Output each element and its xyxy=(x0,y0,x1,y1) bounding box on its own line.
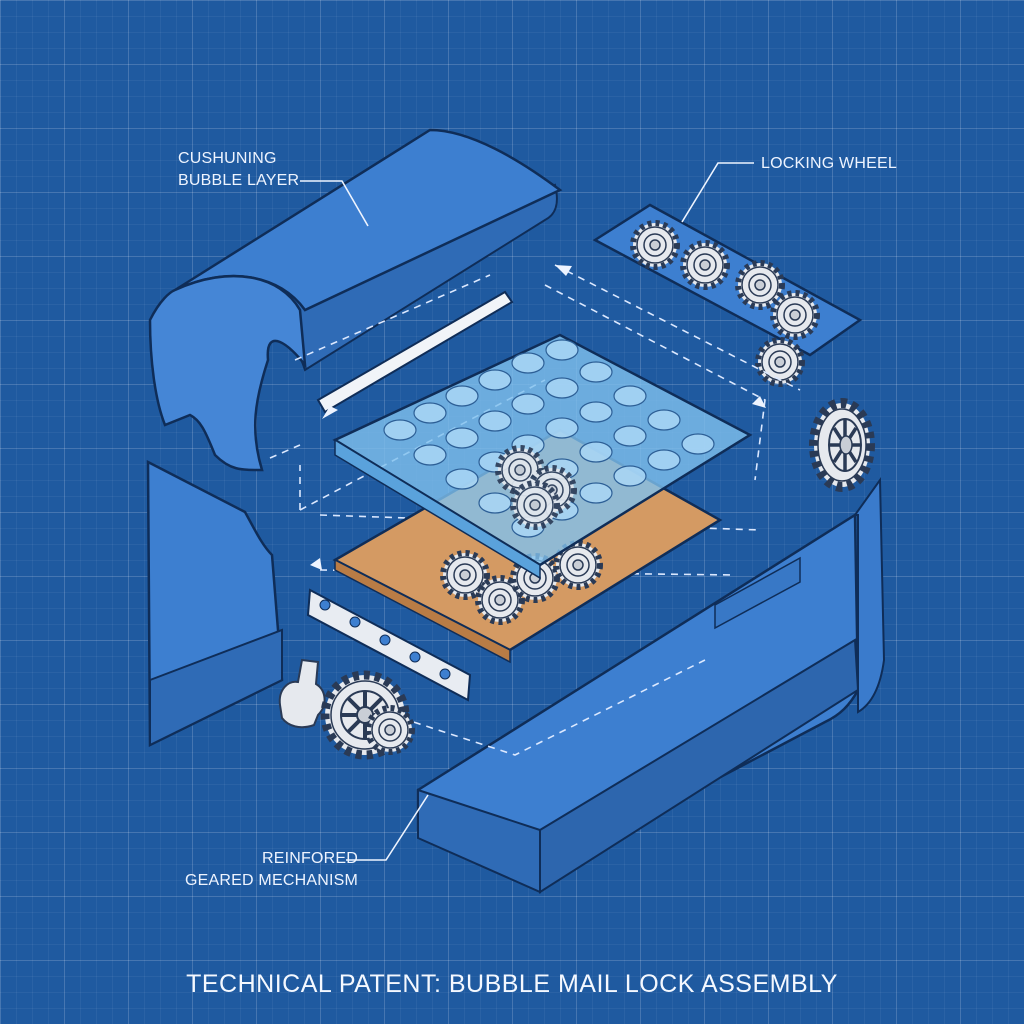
cushion-leader-line xyxy=(300,180,369,227)
reinforcement-bar xyxy=(306,588,472,702)
reinforced-geared-mechanism xyxy=(278,658,412,755)
bottom-envelope-panel xyxy=(416,476,886,894)
adhesive-strip xyxy=(316,290,514,414)
geared-mechanism-callout: REINFORED GEARED MECHANISM xyxy=(185,848,358,892)
callout-line-1: CUSHUNING xyxy=(178,150,277,167)
left-side-panel xyxy=(146,459,284,748)
direction-arrows xyxy=(310,265,766,570)
bubble-wrap-sheet xyxy=(332,333,753,580)
callout-line-2: BUBBLE LAYER xyxy=(178,172,300,189)
callout-line-2: GEARED MECHANISM xyxy=(185,872,358,889)
side-locking-gear xyxy=(809,398,875,492)
locking-leader-line xyxy=(681,162,754,223)
geared-leader-line xyxy=(346,794,429,861)
diagram-title: TECHNICAL PATENT: BUBBLE MAIL LOCK ASSEM… xyxy=(186,970,838,998)
callout-line-1: REINFORED xyxy=(261,850,358,867)
locking-wheel-callout: LOCKING WHEEL xyxy=(761,155,897,172)
cushioning-bubble-layer-panel xyxy=(148,128,563,472)
locking-wheel-strip xyxy=(592,203,863,384)
cushioning-bubble-layer-callout: CUSHUNING BUBBLE LAYER xyxy=(178,148,299,192)
